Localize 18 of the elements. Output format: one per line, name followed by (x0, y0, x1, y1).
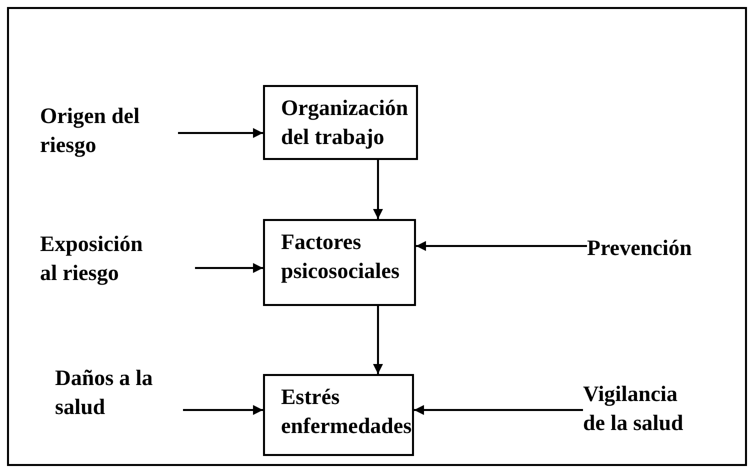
input-label: Origen del riesgo (40, 102, 141, 159)
arrow (416, 241, 587, 251)
process-box (263, 85, 418, 160)
arrow (373, 306, 383, 374)
arrow (183, 405, 263, 415)
input-label: Prevención (587, 234, 692, 262)
arrow (178, 128, 263, 138)
input-label: Daños a la salud (55, 364, 154, 421)
arrow (373, 160, 383, 219)
process-box (263, 374, 414, 456)
arrow (195, 263, 263, 273)
box-label: Organización del trabajo (281, 94, 410, 151)
process-box (263, 219, 416, 306)
box-label: Factores psicosociales (281, 228, 401, 285)
input-label: Exposición al riesgo (40, 230, 144, 287)
box-label: Estrés enfermedades (281, 383, 412, 440)
input-label: Vigilancia de la salud (583, 380, 684, 437)
arrow (414, 405, 583, 415)
